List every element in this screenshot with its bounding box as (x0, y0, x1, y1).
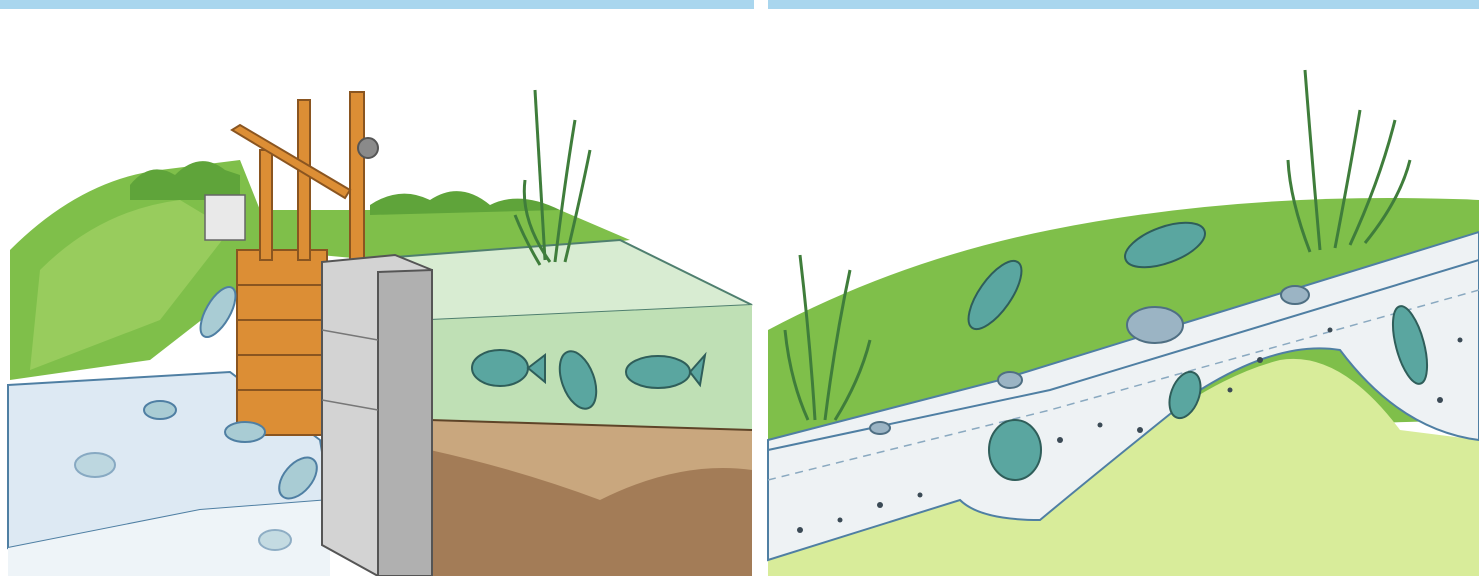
small-stone-block (205, 195, 245, 240)
fish-passage-stream-scene (768, 70, 1479, 576)
panel-divider (754, 0, 768, 576)
weir-barrier-scene (8, 90, 752, 576)
concrete-wall-icon (322, 255, 432, 576)
